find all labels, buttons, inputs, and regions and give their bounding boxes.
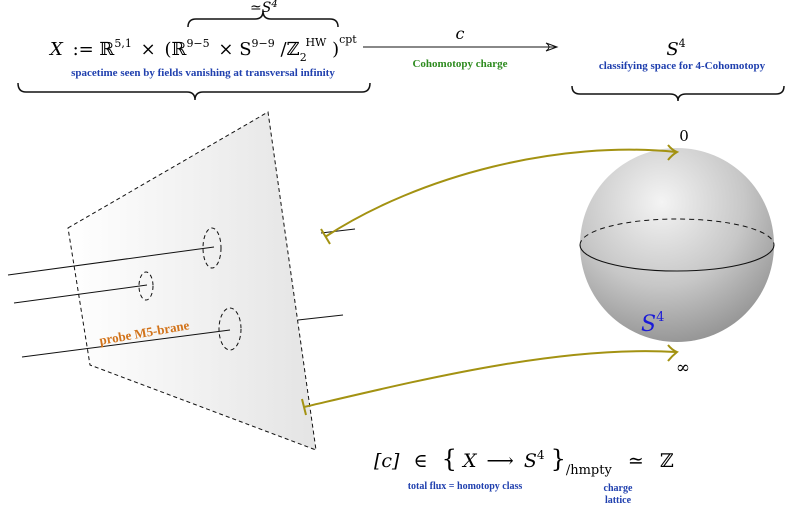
map-arrow-north-head xyxy=(667,144,680,161)
map-caption: Cohomotopy charge xyxy=(412,58,507,70)
source-space-formula: X := ℝ5,1 × (ℝ9−5 × S9−9 /ℤ2 HW )cpt xyxy=(48,30,357,66)
map-arrow-south-tail xyxy=(301,398,307,416)
source-caption: spacetime seen by fields vanishing at tr… xyxy=(71,67,335,79)
map-arrow-north-tail xyxy=(320,228,331,245)
north-pole-label: 0 xyxy=(679,127,689,145)
map-arrow-south-head xyxy=(667,344,679,362)
map-arrow-to-north-pole xyxy=(324,148,677,238)
underbrace-target xyxy=(571,85,785,102)
probe-brane-plane xyxy=(67,111,317,451)
puncture-ellipse-3 xyxy=(218,307,242,351)
south-pole-label: ∞ xyxy=(676,358,690,378)
flux-line-3 xyxy=(21,329,231,358)
underbrace-source xyxy=(17,82,371,101)
target-caption: classifying space for 4-Cohomotopy xyxy=(599,60,766,72)
sphere-equator-back xyxy=(579,218,775,246)
flux-line-1-exit xyxy=(320,228,356,234)
lattice-caption-line2: lattice xyxy=(605,495,632,506)
overbrace-label: ≃S4 xyxy=(250,0,278,16)
flux-line-1 xyxy=(7,246,215,276)
sphere-symbol: S4 xyxy=(641,310,664,337)
map-label: c xyxy=(456,24,465,43)
target-space-symbol: S4 xyxy=(666,37,685,60)
puncture-ellipse-2 xyxy=(138,271,154,301)
flux-line-3-exit xyxy=(297,314,344,321)
sphere-s4 xyxy=(580,148,774,342)
puncture-ellipse-1 xyxy=(202,227,222,269)
map-arrow-to-south-pole xyxy=(303,350,677,408)
lattice-caption-line1: charge xyxy=(604,483,633,494)
flux-line-2 xyxy=(13,284,148,304)
flux-caption: total flux = homotopy class xyxy=(408,481,523,492)
overbrace-compact-factor xyxy=(187,10,339,28)
sphere-equator-front xyxy=(579,244,775,272)
charge-formula: [c] ∈ { X ⟶ S4 }/hmpty ≃ ℤ xyxy=(374,442,674,479)
